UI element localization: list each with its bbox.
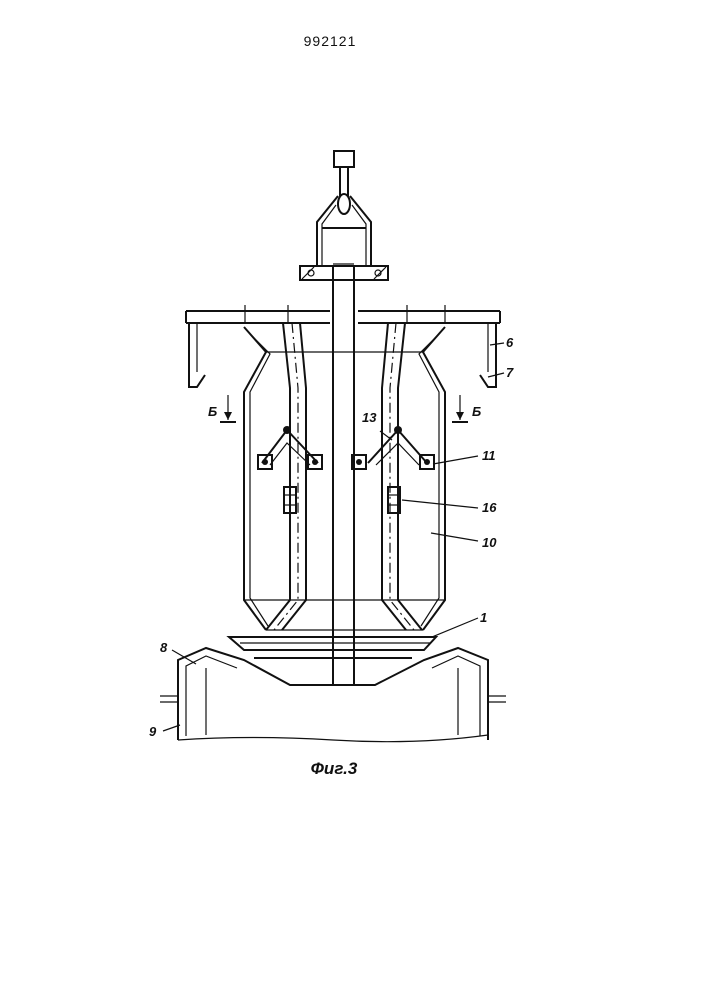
carriage-beam	[186, 305, 500, 323]
ref-label-13: 13	[362, 410, 377, 425]
section-label-left: Б	[208, 404, 217, 419]
ref-label-10: 10	[482, 535, 497, 550]
hopper-body	[244, 327, 445, 630]
central-rod	[333, 264, 354, 685]
crosshead	[300, 266, 388, 280]
section-mark-left: Б	[208, 395, 236, 422]
chute-left	[266, 323, 306, 630]
grip-left	[189, 323, 205, 387]
patent-number: 992121	[304, 33, 357, 49]
ref-label-9: 9	[149, 724, 157, 739]
ref-label-7: 7	[506, 365, 514, 380]
grip-right	[480, 323, 496, 387]
ref-label-8: 8	[160, 640, 168, 655]
lifting-eye	[334, 151, 354, 214]
figure-caption: Фиг.3	[311, 759, 358, 778]
chute-right	[382, 323, 422, 630]
section-label-right: Б	[472, 404, 481, 419]
section-mark-right: Б	[452, 395, 481, 422]
lever-mechanism-right	[352, 426, 434, 469]
ref-label-1: 1	[480, 610, 487, 625]
ref-label-11: 11	[482, 448, 496, 463]
ref-label-16: 16	[482, 500, 497, 515]
lifting-bail	[317, 196, 371, 266]
ref-label-6: 6	[506, 335, 514, 350]
